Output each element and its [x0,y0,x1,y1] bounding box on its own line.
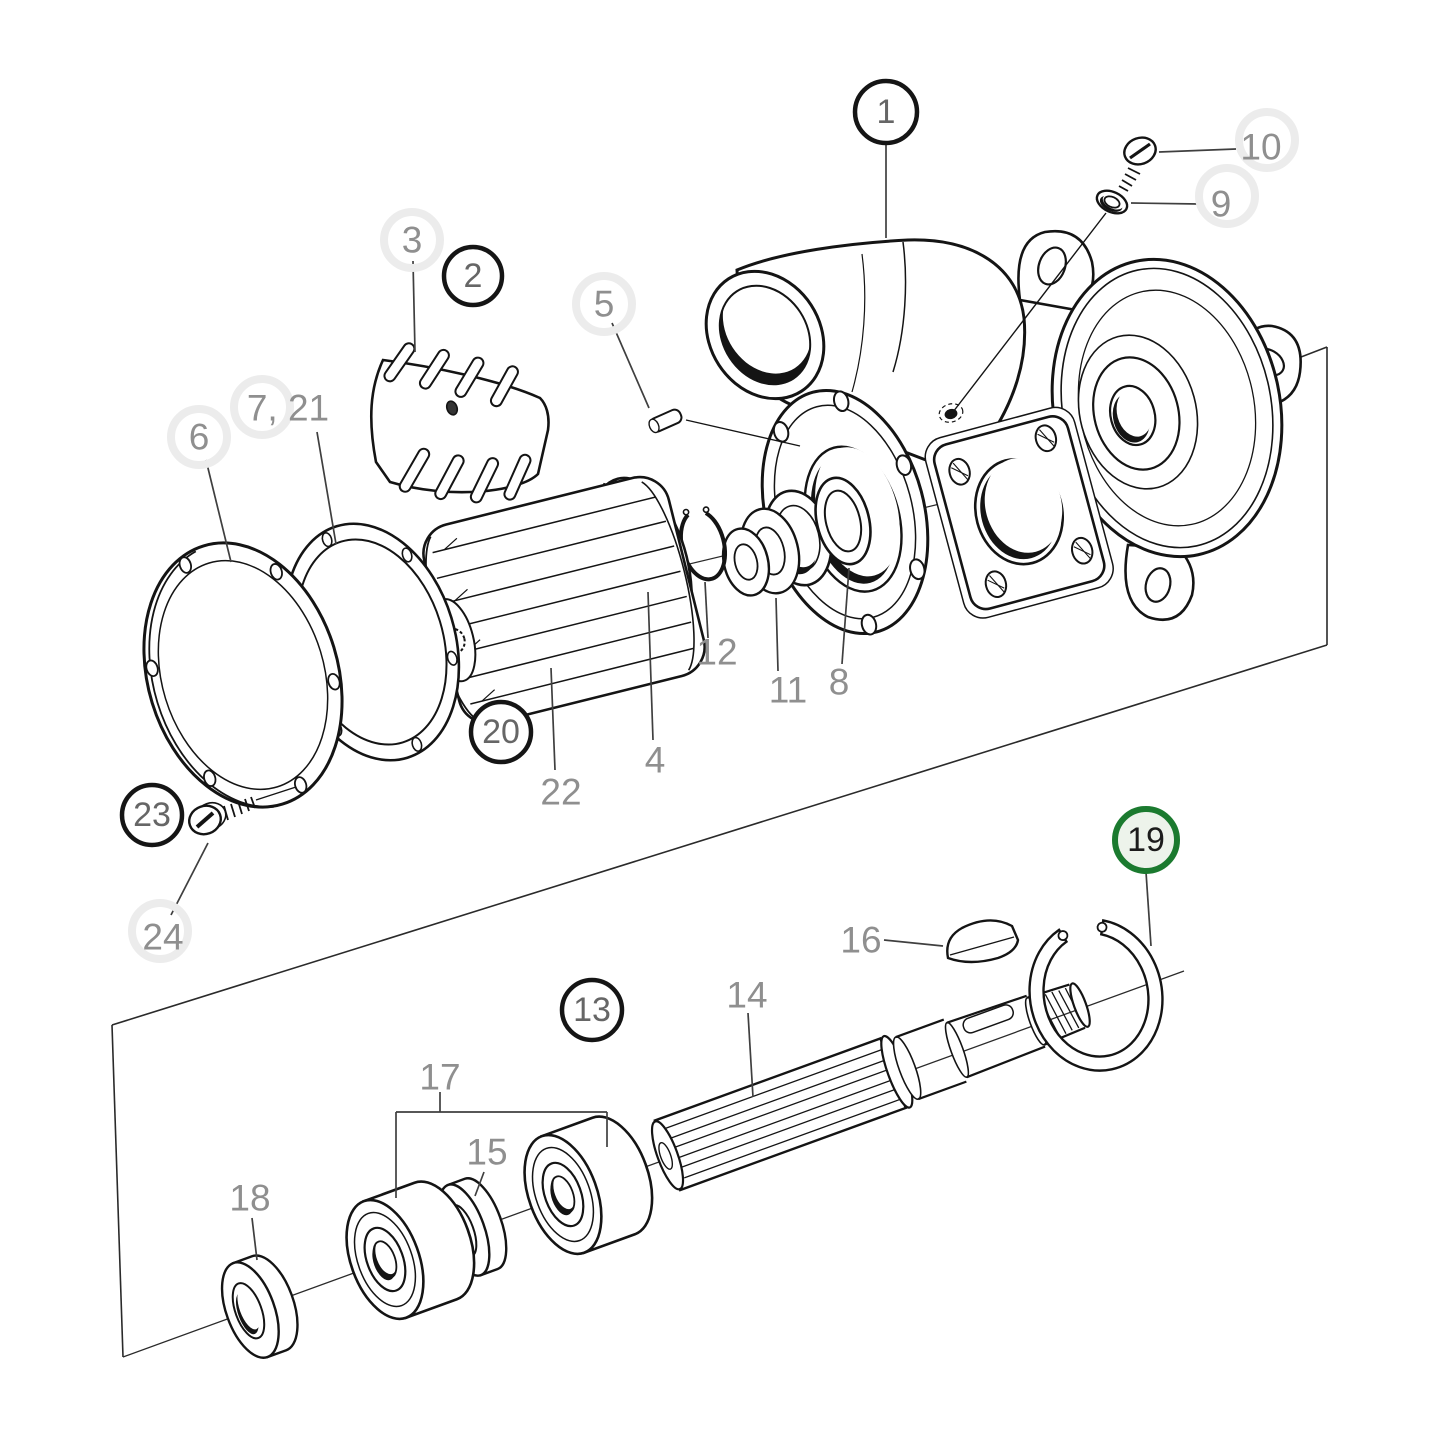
callout-8-number: 8 [829,662,850,703]
callout-20[interactable]: 20 [468,699,534,765]
callout-22-number: 22 [540,772,581,813]
callout-22-leader [550,667,556,771]
circlip-19-drawing [1028,919,1164,1072]
callout-16[interactable]: 16 [840,920,944,961]
callout-8-leader [841,567,850,665]
callout-5-number: 5 [594,284,615,325]
pump-body-drawing [704,238,1027,472]
callout-14-leader [747,1012,754,1098]
woodruff-key-drawing [946,919,1020,964]
callout-13-ring [559,977,625,1043]
callout-22[interactable]: 22 [540,667,582,813]
cover-screw-drawing [188,786,297,836]
callout-15[interactable]: 15 [466,1132,508,1197]
callout-2-number: 2 [464,257,483,295]
lower-axis-line [122,970,1185,1358]
callout-18-number: 18 [229,1178,270,1219]
bearing-front-drawing [345,1180,476,1321]
callout-1-number: 1 [877,93,896,131]
callout-12-leader [704,581,709,639]
callout-23[interactable]: 23 [119,782,185,848]
callout-5[interactable]: 5 [572,272,650,409]
callout-1[interactable]: 1 [852,78,920,238]
callout-13-number: 13 [573,991,611,1029]
callout-10-leader [1158,148,1237,153]
callout-10[interactable]: 10 [1158,108,1299,172]
callout-4[interactable]: 4 [645,591,666,781]
callout-10-ghost-ring [1235,108,1299,172]
callout-14-number: 14 [726,975,767,1016]
callout-19-leader [1145,871,1152,947]
callout-18[interactable]: 18 [229,1178,271,1261]
callout-10-number: 10 [1240,127,1281,168]
callout-3-number: 3 [402,220,423,261]
callout-8[interactable]: 8 [829,567,850,703]
callout-3-leader [412,260,416,353]
callout-3-ghost-ring [380,208,444,272]
callout-24-leader [170,842,209,916]
callout-23-ring [119,782,185,848]
callout-2-ring [441,244,505,308]
callout-18-leader [251,1217,258,1261]
callout-13[interactable]: 13 [559,977,625,1043]
callout-9-ghost-ring [1195,164,1259,228]
callout-9-number: 9 [1211,184,1232,225]
callout-4-number: 4 [645,740,666,781]
callout-6-number: 6 [189,417,210,458]
sealing-ring-drawing [814,476,872,566]
callout-6-leader [205,459,232,563]
bearing-rear-drawing [523,1115,654,1256]
callout-6-ghost-ring [167,405,231,469]
callout-20-ring [468,699,534,765]
callout-15-number: 15 [466,1132,507,1173]
callout-17[interactable]: 17 [395,1057,608,1199]
callout-9-leader [1130,202,1200,205]
callout-23-number: 23 [133,796,171,834]
callout-15-leader [474,1171,485,1197]
end-cover-drawing [142,541,344,809]
callout-4-leader [647,591,654,741]
callout-11[interactable]: 11 [769,597,807,711]
cam-drawing [369,342,550,504]
background-plane [111,346,1328,1358]
callout-16-number: 16 [840,920,881,961]
callout-24-number: 24 [142,917,183,958]
mounting-screw-drawing [952,136,1157,413]
shaft-seal-drawing [220,1254,299,1359]
callout-5-ghost-ring [572,272,636,336]
pin-drawing [648,408,801,447]
rear-housing-drawing [1017,229,1302,622]
callout-24[interactable]: 24 [128,842,209,963]
callout-9[interactable]: 9 [1130,164,1259,228]
seal-assembly-drawing [678,489,833,597]
callout-5-leader [611,322,650,409]
callout-11-number: 11 [769,670,807,711]
callout-3[interactable]: 3 [380,208,444,353]
callout-19-number: 19 [1127,821,1165,859]
callout-20-number: 20 [482,713,520,751]
callout-2[interactable]: 2 [441,244,505,308]
callout-12-number: 12 [696,632,737,673]
callout-7-21-number: 7, 21 [247,388,329,429]
callout-24-ghost-ring [128,899,192,963]
callout-16-leader [883,939,944,947]
callout-7-21[interactable]: 7, 21 [230,375,337,545]
callout-14[interactable]: 14 [726,975,768,1098]
callout-7-21-ghost-ring [230,375,294,439]
discharge-flange-drawing [924,406,1114,619]
callout-12[interactable]: 12 [696,581,738,673]
callout-19-ring [1112,806,1180,874]
callout-19[interactable]: 19 [1112,806,1180,947]
callout-7-21-leader [316,431,337,545]
callout-1-ring [852,78,920,146]
callout-6[interactable]: 6 [167,405,232,563]
callout-17-number: 17 [419,1057,460,1098]
callout-11-leader [775,597,779,672]
